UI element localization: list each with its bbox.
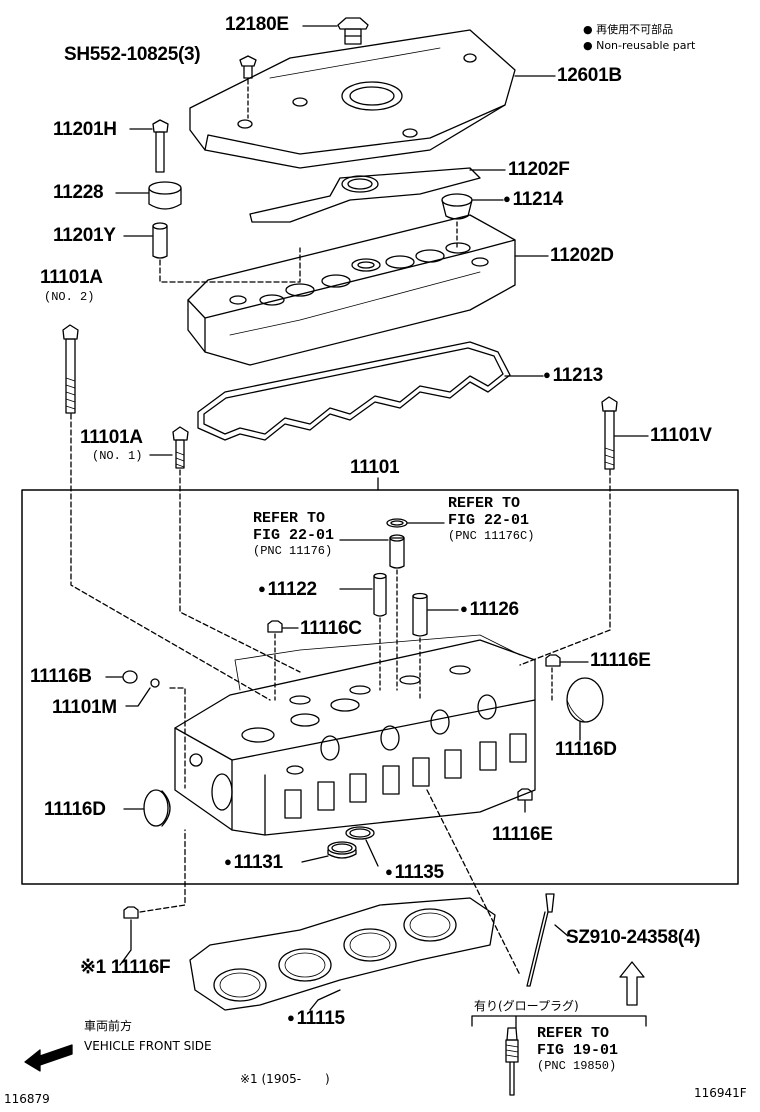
engine-cover [189,29,556,169]
label-11116d-right: 11116D [555,739,617,760]
footnote: ※1 (1905- ) [240,1072,330,1086]
label-11101a-no2-sub: (NO. 2) [44,290,95,304]
refer-right-line2: FIG 22-01 [448,512,530,530]
bolt-sh552 [239,55,257,119]
label-11131: 11131 [224,853,284,872]
oil-filler-cap [302,17,369,45]
refer-right-line3: (PNC 11176C) [448,528,535,543]
label-11202d: 11202D [550,245,614,266]
valve-guide-11126 [412,592,459,699]
legend-en: ● Non-reusable part [583,39,696,52]
plug-11116e-top [545,654,589,701]
label-11116e-bottom: 11116E [492,824,553,845]
refer-bottom-line1: REFER TO [537,1025,610,1042]
bolt-11101a-no2 [62,324,271,701]
refer-left-line2: FIG 22-01 [253,527,335,545]
label-11101a-no2: 11101A [40,267,103,288]
legend-jp: ● 再使用不可部品 [583,23,674,36]
plug-11116d-left [123,789,171,827]
seal-11214 [441,193,504,249]
refer-left-line3: (PNC 11176) [253,543,333,558]
code-left: 116879 [4,1092,50,1106]
label-11201h: 11201H [53,119,117,140]
refer-bottom: REFER TO FIG 19-01 (PNC 19850) [537,1025,618,1073]
label-11201y: 11201Y [53,225,116,246]
up-arrow-icon [619,961,645,1006]
plug-11116c [267,620,299,701]
cylinder-head-frame [21,489,739,885]
label-11213: 11213 [543,366,604,385]
label-11202f: 11202F [508,159,570,180]
label-11116d-left: 11116D [44,799,106,820]
valve-stem-seal-ref [339,518,445,691]
label-11115: 11115 [287,1009,346,1028]
plug-11116f [119,829,186,966]
glow-plug-ref-bracket [471,1015,647,1029]
bolt-11201h [129,119,169,173]
label-11135: 11135 [385,863,445,882]
collar-11201y [123,222,301,283]
glow-plug [426,789,569,987]
label-sh552: SH552-10825(3) [64,44,201,65]
label-11116f: ※1 11116F [80,957,171,978]
label-11116c: 11116C [300,618,362,639]
plug-11116e-bottom [517,788,533,813]
refer-right-line1: REFER TO [448,495,521,512]
refer-bottom-line2: FIG 19-01 [537,1042,619,1060]
label-12180e: 12180E [225,14,289,35]
label-11101v: 11101V [650,425,712,446]
glow-plug-ref [505,1027,519,1096]
glow-plug-note: 有り(グロープラグ) [474,999,579,1013]
label-12601b: 12601B [557,65,622,86]
bolt-11101v [519,396,649,666]
cylinder-head-cover [187,214,549,366]
cylinder-head [174,634,536,836]
refer-right: REFER TO FIG 22-01 (PNC 11176C) [448,495,534,543]
seal-11135 [345,826,379,867]
label-11101: 11101 [350,457,400,478]
valve-guide-11122 [339,572,387,691]
plug-11116d-right [566,677,604,741]
front-arrow-icon [24,1044,73,1072]
label-11116b: 11116B [30,666,92,687]
label-11122: 11122 [258,580,318,599]
gasket-11213 [197,341,544,441]
label-11101a-no1-sub: (NO. 1) [92,449,143,463]
label-11101a-no1: 11101A [80,427,143,448]
front-jp: 車両前方 [84,1019,133,1033]
refer-left: REFER TO FIG 22-01 (PNC 11176) [253,510,334,558]
label-11126: 11126 [460,600,520,619]
refer-left-line1: REFER TO [253,510,326,527]
code-right: 116941F [694,1086,747,1100]
grommet-11228 [115,181,182,210]
seal-11131 [301,841,357,863]
pin-11101m [125,678,186,789]
front-en: VEHICLE FRONT SIDE [84,1039,212,1053]
head-gasket [189,897,496,1011]
gasket-11202f [249,167,506,223]
label-11214: 11214 [503,190,564,209]
label-11116e-top: 11116E [590,650,651,671]
label-11228: 11228 [53,182,104,203]
plug-11116b [105,670,138,684]
bolt-11101a-no1 [149,426,301,673]
label-sz910: SZ910-24358(4) [566,927,701,948]
refer-bottom-line3: (PNC 19850) [537,1058,617,1073]
label-11101m: 11101M [52,697,117,718]
